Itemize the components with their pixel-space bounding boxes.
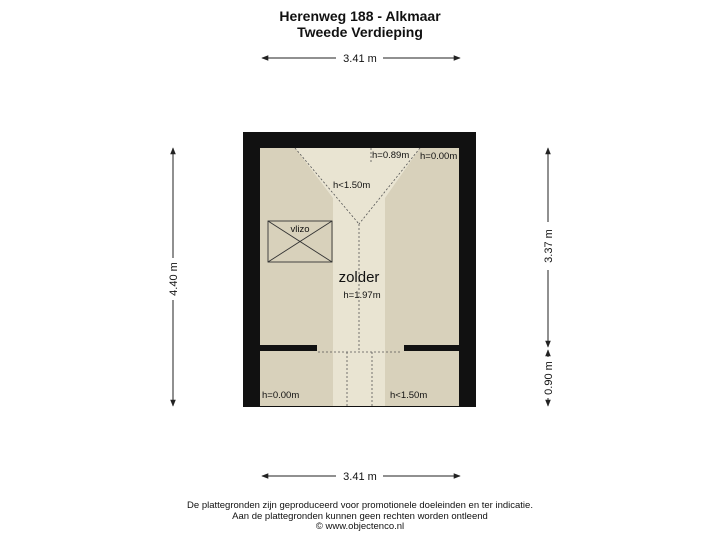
dimension-right-lower-label: 0.90 m [543, 361, 555, 395]
dimension-top-label: 3.41 m [343, 53, 377, 65]
floorplan-title: Herenweg 188 - Alkmaar [279, 8, 441, 24]
dimension-bottom-label: 3.41 m [343, 471, 377, 483]
room-center-height: h=1.97m [343, 290, 380, 301]
height-top-mid: h=0.89m [372, 150, 409, 161]
height-bottom-left: h=0.00m [262, 390, 299, 401]
vlizo-hatch [267, 220, 333, 263]
height-top-right: h=0.00m [420, 151, 457, 162]
partition-wall-left [260, 345, 317, 351]
dimension-right-upper-label: 3.37 m [543, 229, 555, 263]
footer-disclaimer-2: Aan de plattegronden kunnen geen rechten… [232, 511, 488, 522]
room-name: zolder [339, 269, 380, 286]
dimension-left-label: 4.40 m [168, 262, 180, 296]
partition-wall-right [404, 345, 459, 351]
height-ridge: h<1.50m [333, 180, 370, 191]
footer-disclaimer-1: De plattegronden zijn geproduceerd voor … [187, 500, 533, 511]
vlizo-label: vlizo [290, 224, 309, 235]
height-lines [294, 147, 421, 406]
floorplan-subtitle: Tweede Verdieping [297, 24, 423, 40]
footer-copyright: © www.objectenco.nl [315, 521, 405, 532]
height-bottom-right: h<1.50m [390, 390, 427, 401]
